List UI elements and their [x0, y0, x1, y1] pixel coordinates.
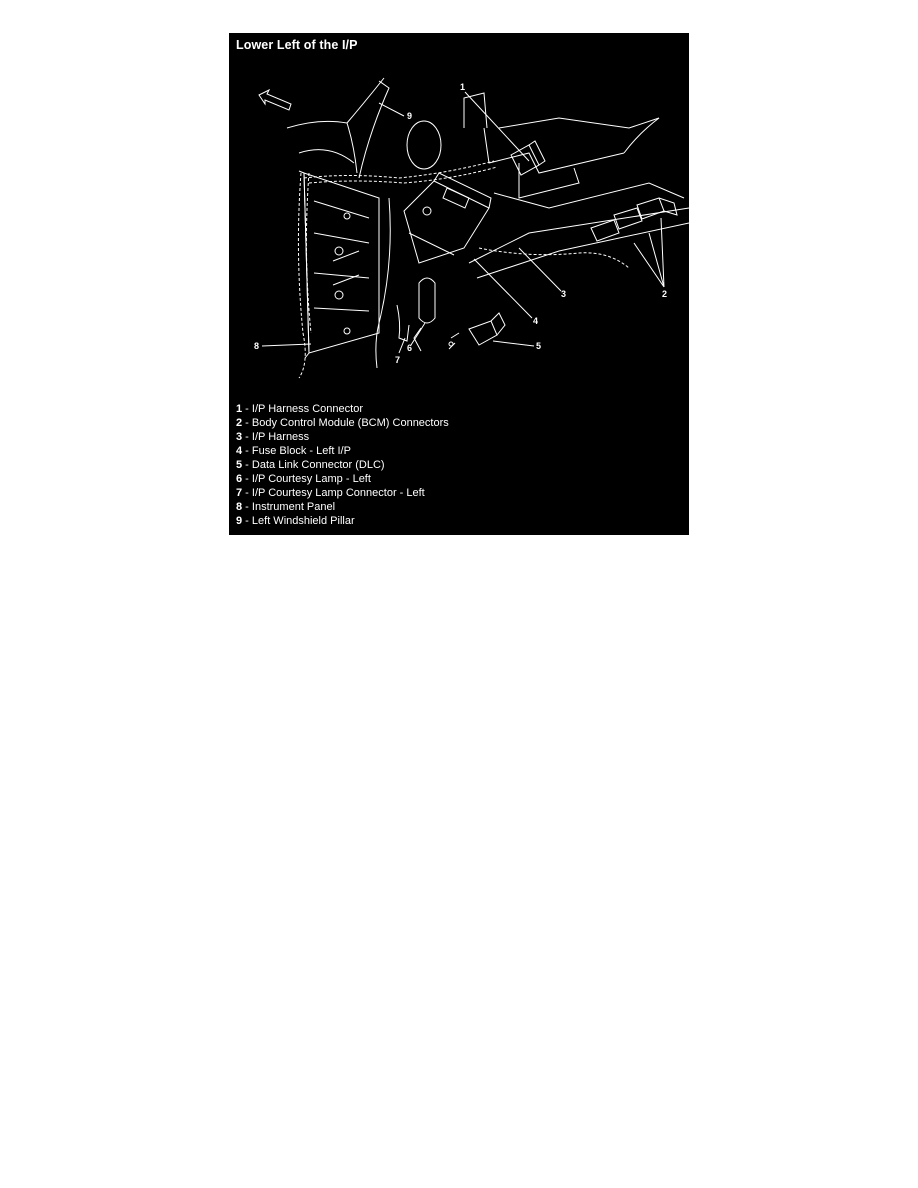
callout-8: 8	[254, 341, 259, 351]
windshield-pillar-shape	[286, 77, 390, 179]
legend-item: 8 - Instrument Panel	[236, 501, 336, 513]
legend-item: 4 - Fuse Block - Left I/P	[236, 445, 351, 457]
line-drawing: 1 2 3 4 5 6 7 8 9	[254, 77, 689, 379]
legend-item: 1 - I/P Harness Connector	[236, 403, 363, 415]
drawing-strokes	[258, 77, 689, 379]
fuse-block-shape	[403, 172, 492, 264]
data-link-connector-shape	[448, 312, 506, 350]
callout-2: 2	[662, 289, 667, 299]
legend-item: 5 - Data Link Connector (DLC)	[236, 459, 385, 471]
harness-routing-shape	[297, 160, 498, 379]
lamp-connector-shape	[396, 304, 410, 342]
legend-item: 9 - Left Windshield Pillar	[236, 515, 355, 527]
lower-harness-shape	[478, 247, 630, 269]
callout-5: 5	[536, 341, 541, 351]
harness-branch-shape	[375, 197, 391, 369]
bcm-connectors-shape	[590, 197, 678, 242]
courtesy-lamp-shape	[413, 277, 436, 352]
forward-arrow-icon	[258, 88, 292, 111]
harness-connector-shape	[510, 140, 546, 176]
figure-title: Lower Left of the I/P	[236, 38, 358, 52]
legend-list: 1 - I/P Harness Connector 2 - Body Contr…	[236, 402, 449, 528]
legend-item: 6 - I/P Courtesy Lamp - Left	[236, 473, 371, 485]
callout-4: 4	[533, 316, 538, 326]
callout-3: 3	[561, 289, 566, 299]
callout-1: 1	[460, 82, 465, 92]
legend-item: 7 - I/P Courtesy Lamp Connector - Left	[236, 487, 425, 499]
callout-7: 7	[395, 355, 400, 365]
callout-leader-lines	[261, 91, 665, 354]
callout-9: 9	[407, 111, 412, 121]
figure-panel: Lower Left of the I/P	[229, 33, 689, 535]
instrument-panel-shape	[298, 170, 380, 359]
legend-item: 2 - Body Control Module (BCM) Connectors	[236, 417, 449, 429]
callout-labels: 1 2 3 4 5 6 7 8 9	[254, 82, 667, 365]
callout-6: 6	[407, 343, 412, 353]
support-bracket-shape	[463, 92, 689, 279]
vent-oval-shape	[406, 120, 442, 170]
legend-item: 3 - I/P Harness	[236, 431, 310, 443]
